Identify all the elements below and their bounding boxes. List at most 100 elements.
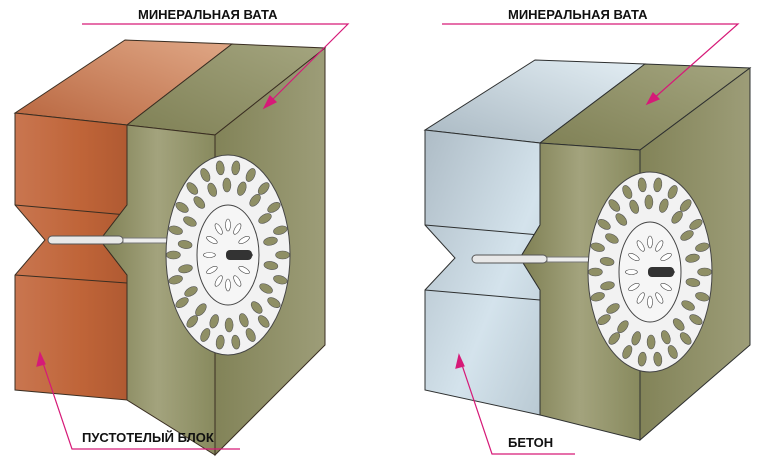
disk-slot (659, 198, 669, 213)
disk-slot (168, 275, 183, 285)
disk-slot (622, 185, 633, 199)
disk-slot (184, 286, 198, 297)
insulation-disk-left (165, 154, 291, 356)
nail-head (648, 267, 674, 277)
anchor-sleeve (471, 254, 548, 264)
disk-slot (193, 196, 206, 209)
disk-slot (177, 240, 193, 249)
insulation-disk-right (587, 171, 713, 373)
disk-slot (175, 202, 189, 213)
anchor-sleeve (47, 235, 124, 245)
label-mineral-wool-right: МИНЕРАЛЬНАЯ ВАТА (508, 7, 648, 22)
disk-slot (239, 313, 249, 328)
disk-slot (200, 168, 211, 182)
disk-slot (661, 330, 671, 345)
disk-slot (237, 181, 247, 196)
hub-rib (214, 275, 223, 287)
disk-slot (263, 261, 279, 270)
disk-slot (622, 345, 633, 359)
disk-slot (667, 185, 678, 199)
disk-slot (186, 315, 199, 328)
hub-rib (660, 283, 672, 291)
disk-slot (685, 278, 701, 287)
hub-rib (636, 240, 645, 252)
disk-slot (215, 160, 225, 176)
disk-slot (606, 303, 620, 314)
hollow-block-assembly (13, 39, 327, 457)
arrow-head (262, 94, 278, 110)
disk-slot (608, 332, 621, 345)
label-mineral-wool-left: МИНЕРАЛЬНАЯ ВАТА (138, 7, 278, 22)
disk-slot (267, 202, 281, 213)
leader-lines (36, 23, 740, 455)
disk-slot (689, 314, 703, 325)
disk-slot (245, 168, 256, 182)
disk-slot (695, 242, 710, 252)
hub-rib (628, 253, 640, 261)
disk-slot (168, 225, 183, 235)
hub-rib (647, 295, 653, 309)
disk-slot (267, 297, 281, 308)
hub-rib (647, 235, 653, 249)
disk-slot (605, 233, 619, 244)
disk-slot (597, 219, 611, 230)
disk-slot (615, 213, 628, 226)
label-concrete: БЕТОН (508, 435, 554, 450)
disk-slot (222, 177, 232, 193)
disk-slot (207, 182, 217, 197)
disk-slot (653, 351, 663, 367)
disk-slot (608, 199, 621, 212)
disk-slot (680, 230, 694, 241)
disk-slot (245, 328, 256, 342)
hub-rib (625, 269, 638, 275)
disk-slot (259, 283, 273, 294)
disk-slot (590, 292, 605, 302)
arrow-head (645, 92, 661, 106)
disk-slot (599, 257, 615, 266)
disk-slot (590, 242, 605, 252)
disk-slot (695, 292, 710, 302)
hub-rib (225, 218, 231, 232)
arrow-head (455, 353, 465, 369)
disk-slot (273, 225, 288, 235)
disk-slot (224, 317, 234, 333)
disk-slot (263, 236, 278, 246)
disk-slot (273, 275, 288, 285)
disk-slot (215, 334, 225, 350)
disk-slot (653, 177, 663, 193)
disk-slot (672, 318, 685, 331)
concrete-front-face (424, 129, 541, 416)
leader-right-bottom (460, 361, 575, 455)
label-hollow-block: ПУСТОТЕЛЫЙ БЛОК (82, 430, 214, 445)
disk-slot (258, 213, 272, 224)
disk-slot (679, 332, 692, 345)
hub-rib (203, 252, 216, 258)
disk-slot (681, 300, 695, 311)
hub-rib (655, 240, 664, 252)
disk-slot (697, 267, 712, 277)
hub-rib (206, 236, 218, 244)
leader-left-bottom (41, 359, 240, 450)
disk-slot (195, 303, 207, 316)
arrow-head (36, 351, 46, 367)
hub-rib (655, 292, 664, 304)
disk-slot (257, 315, 270, 328)
disk-slot (175, 297, 189, 308)
disk-slot (257, 182, 270, 195)
disk-slot (186, 182, 199, 195)
disk-slot (646, 334, 656, 350)
disk-slot (631, 331, 641, 346)
hub-rib (233, 223, 242, 235)
disk-slot (231, 160, 241, 176)
disk-slot (671, 211, 683, 224)
hub-rib (636, 292, 645, 304)
hub-rib (628, 283, 640, 291)
hub-rib (238, 266, 250, 274)
disk-slot (275, 250, 290, 260)
disk-slot (637, 351, 647, 367)
disk-slot (166, 250, 181, 260)
hub-rib (214, 223, 223, 235)
disk-slot (250, 301, 263, 314)
